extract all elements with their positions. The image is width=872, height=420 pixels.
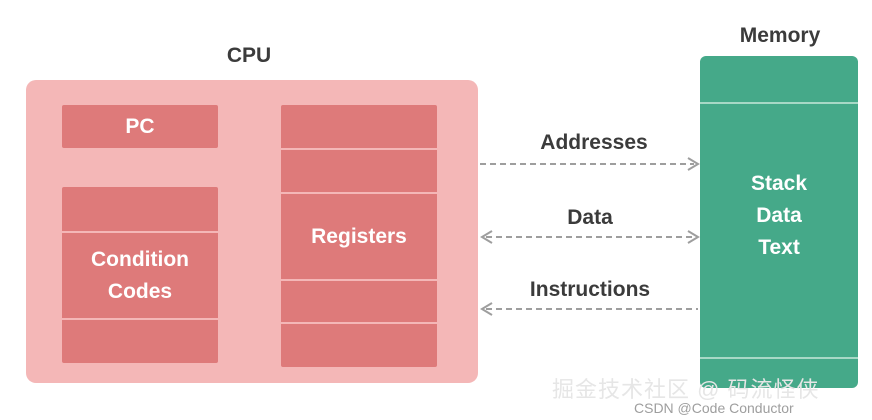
addresses-arrow-head-right — [687, 157, 700, 171]
addresses-label: Addresses — [540, 131, 648, 154]
registers-divider-4 — [281, 322, 437, 324]
data-arrow-head-left — [480, 230, 493, 244]
registers-divider-3 — [281, 279, 437, 281]
instructions-label: Instructions — [529, 278, 651, 301]
memory-divider-top — [700, 102, 858, 104]
memory-title: Memory — [739, 24, 821, 47]
memory-data-label: Data — [756, 204, 802, 227]
pc-register: PC — [62, 105, 218, 148]
registers-divider-1 — [281, 148, 437, 150]
cpu-title: CPU — [226, 44, 272, 67]
memory-stack-label: Stack — [750, 172, 808, 195]
condition-codes-label: Condition Codes — [91, 247, 189, 303]
registers-label: Registers — [311, 224, 407, 248]
memory-divider-bottom — [700, 357, 858, 359]
memory-contents: Stack Data Text — [700, 168, 858, 264]
memory-text-label: Text — [758, 236, 800, 259]
instructions-arrow-head-left — [480, 302, 493, 316]
data-arrow-head-right — [687, 230, 700, 244]
pc-label: PC — [125, 114, 155, 138]
condition-codes-block — [62, 187, 218, 363]
data-label: Data — [567, 206, 613, 229]
watermark-sub: CSDN @Code Conductor — [634, 400, 794, 416]
registers-divider-2 — [281, 192, 437, 194]
condition-codes-divider-top — [62, 231, 218, 233]
condition-codes-divider-bottom — [62, 318, 218, 320]
memory-block — [700, 56, 858, 388]
watermark-main: 掘金技术社区 @ 码流怪侠 — [552, 377, 820, 402]
